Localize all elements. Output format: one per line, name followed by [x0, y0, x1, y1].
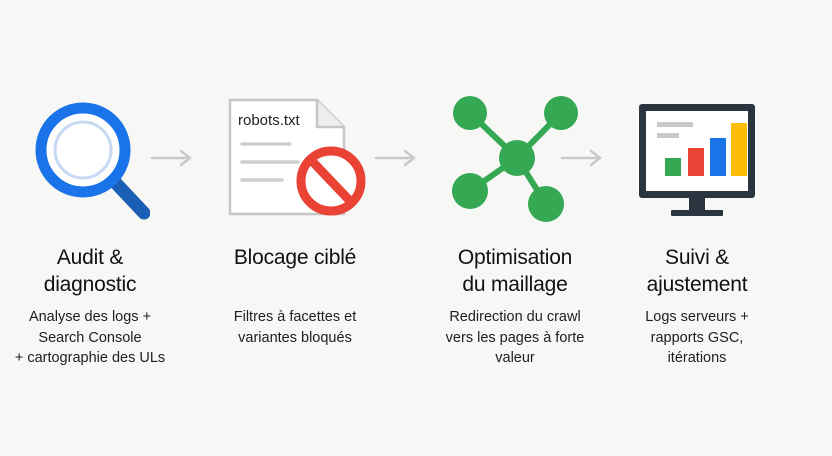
- step-description-line: valeur: [495, 350, 535, 366]
- step-title-line: diagnostic: [43, 273, 137, 296]
- step-title-line: Blocage ciblé: [233, 246, 357, 269]
- step-blocking: robots.txt Blocage ciblé Filtres à facet…: [210, 0, 380, 456]
- step-title-line: ajustement: [646, 273, 748, 296]
- step-title: Suivi & ajustement: [612, 244, 782, 298]
- step-description-line: Search Console: [38, 329, 142, 346]
- step-title: Blocage ciblé: [210, 244, 380, 271]
- step-description-line: Logs serveurs +: [645, 309, 749, 325]
- step-title: Optimisation du maillage: [420, 244, 610, 298]
- step-description-line: variantes bloqués: [238, 329, 352, 346]
- file-label: robots.txt: [238, 112, 301, 129]
- monitor-chart-icon: [639, 104, 755, 216]
- magnifier-icon: [35, 102, 150, 220]
- step-description-line: rapports GSC,: [650, 329, 744, 346]
- blocked-document-icon: robots.txt: [228, 98, 366, 216]
- step-description-line: Filtres à facettes et: [233, 309, 357, 325]
- step-description-line: Redirection du crawl: [449, 309, 581, 325]
- arrow-right-icon: [374, 149, 416, 167]
- step-linking: Optimisation du maillage Redirection du …: [420, 0, 610, 456]
- step-title-line: du maillage: [462, 273, 568, 296]
- step-description: Redirection du crawl vers les pages à fo…: [412, 307, 618, 369]
- step-title: Audit & diagnostic: [10, 244, 170, 298]
- step-description-line: itérations: [667, 350, 727, 366]
- network-icon: [452, 96, 578, 222]
- step-description-line: vers les pages à forte: [445, 329, 585, 346]
- step-description: Logs serveurs + rapports GSC, itérations: [604, 307, 790, 369]
- step-description-line: + cartographie des ULs: [14, 350, 166, 366]
- arrow-right-icon: [150, 149, 192, 167]
- step-title-line: Audit &: [56, 246, 124, 269]
- step-audit: Audit & diagnostic Analyse des logs + Se…: [10, 0, 170, 456]
- step-description-line: Analyse des logs +: [28, 309, 152, 325]
- step-description: Analyse des logs + Search Console + cart…: [0, 307, 190, 369]
- arrow-right-icon: [560, 149, 602, 167]
- step-description: Filtres à facettes et variantes bloqués: [202, 307, 388, 348]
- step-title-line: Suivi &: [665, 246, 729, 269]
- step-title-line: Optimisation: [457, 246, 573, 269]
- step-monitoring: Suivi & ajustement Logs serveurs + rappo…: [612, 0, 782, 456]
